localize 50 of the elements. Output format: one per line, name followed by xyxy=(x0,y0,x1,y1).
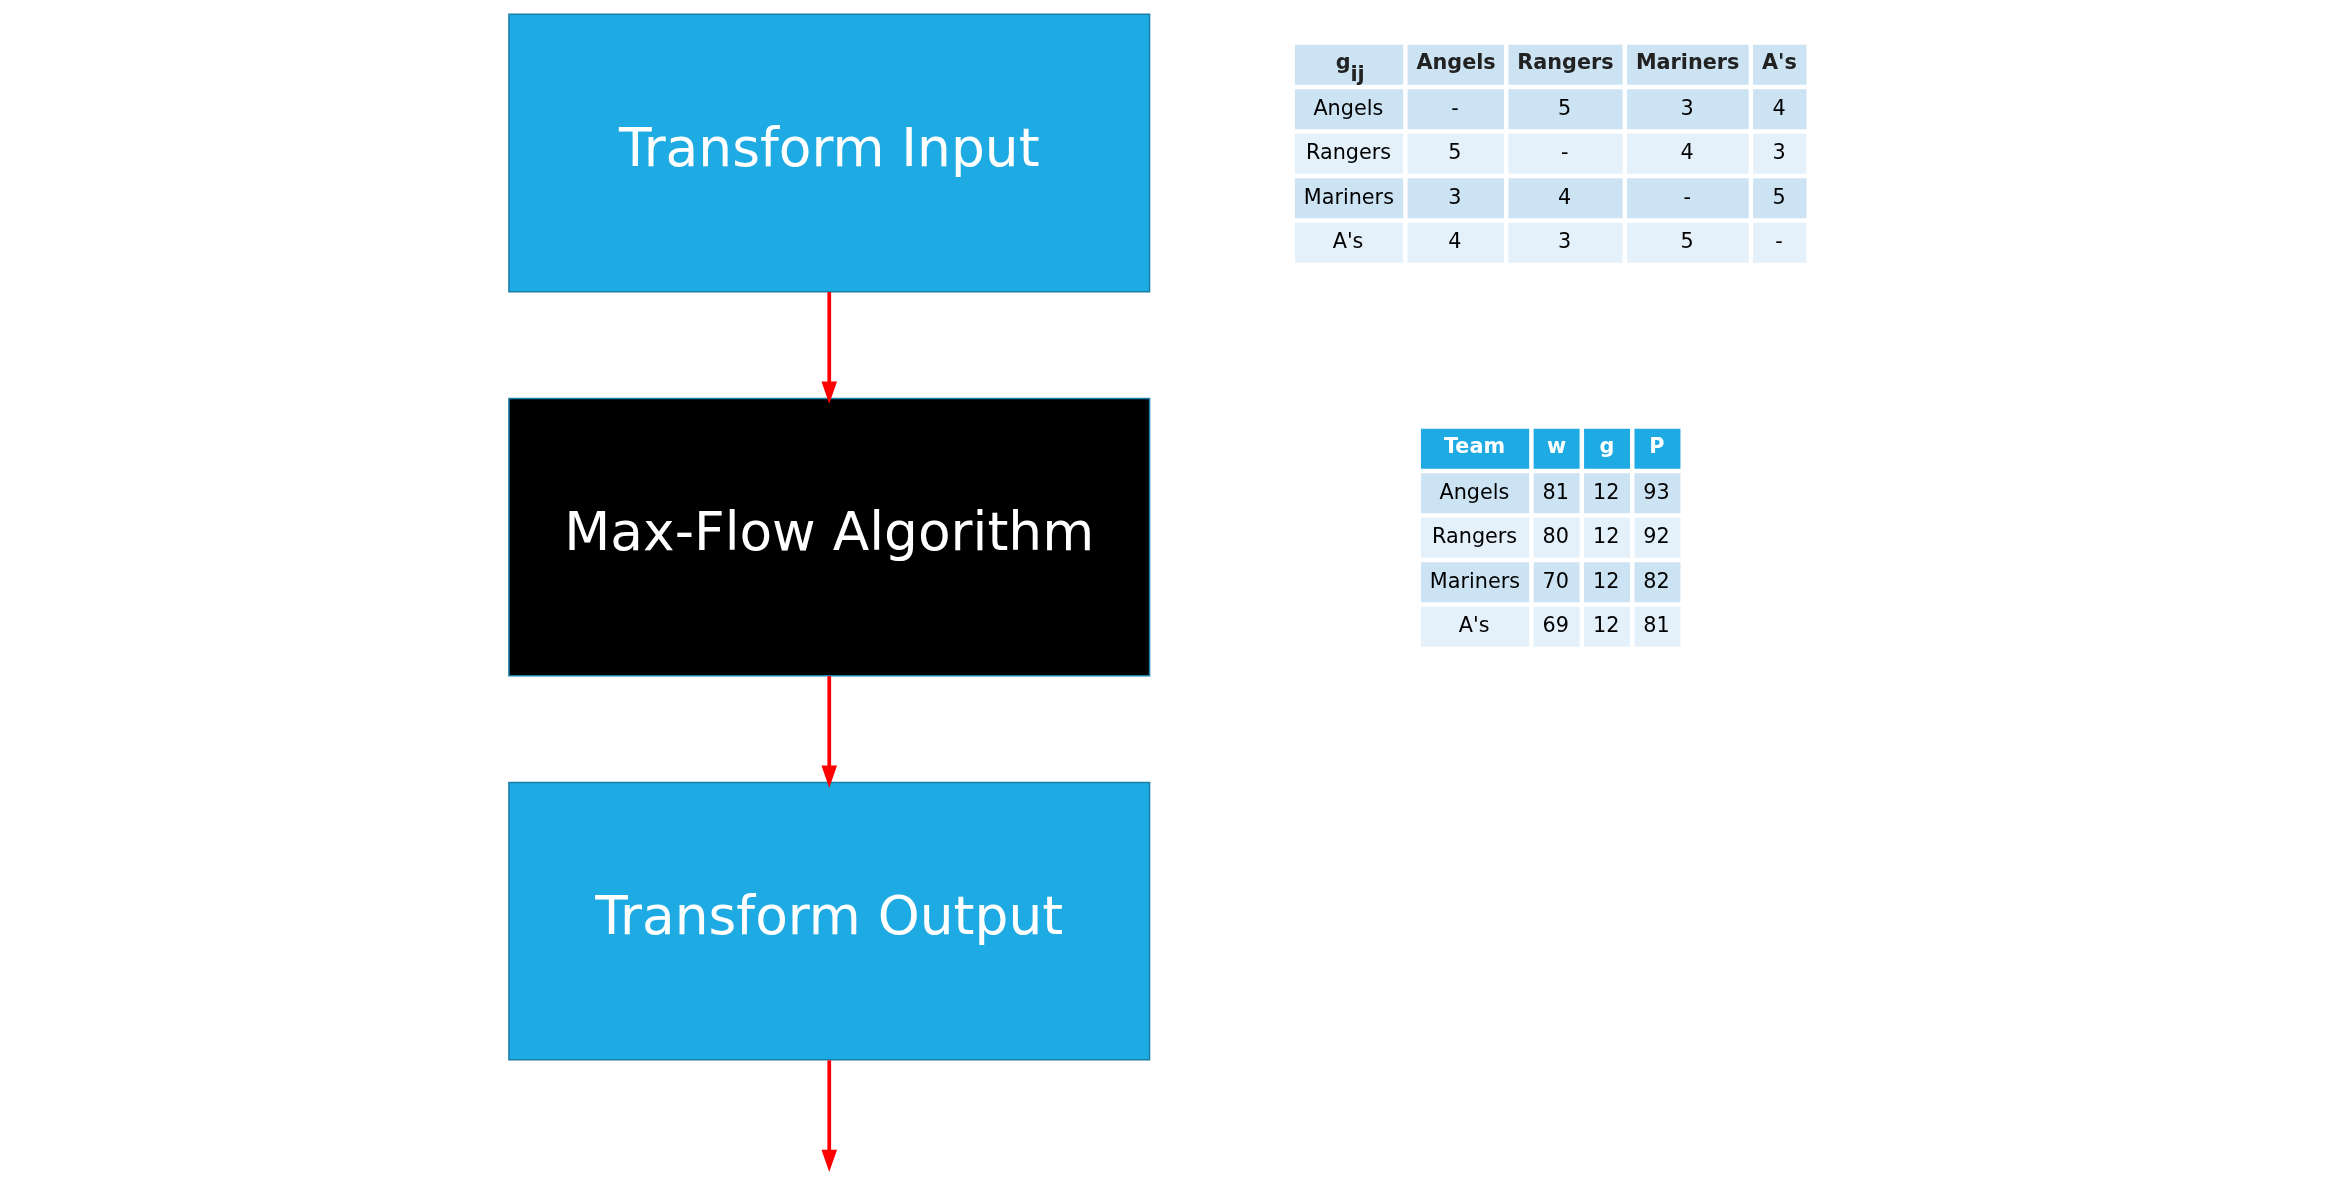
label: Rangers xyxy=(1517,49,1614,74)
label: Angels xyxy=(1439,479,1510,504)
label: P xyxy=(1649,433,1665,458)
label: 82 xyxy=(1643,568,1670,593)
label: 4 xyxy=(1680,140,1694,165)
label: Rangers xyxy=(1306,140,1392,165)
label: Mariners xyxy=(1429,568,1521,593)
label: 12 xyxy=(1592,479,1620,504)
label: Rangers xyxy=(1432,524,1518,549)
label: 12 xyxy=(1592,524,1620,549)
label: Mariners xyxy=(1635,49,1740,74)
node-box: Transform Output xyxy=(508,781,1151,1061)
label: - xyxy=(1451,95,1459,120)
label: Team xyxy=(1443,433,1506,458)
label: 4 xyxy=(1772,95,1786,120)
label: 81 xyxy=(1643,613,1670,638)
node-box: Max-Flow Algorithm xyxy=(508,397,1151,677)
label: 3 xyxy=(1448,184,1462,209)
arrow xyxy=(821,292,838,404)
label: 70 xyxy=(1542,568,1569,593)
label: 12 xyxy=(1592,568,1620,593)
label: 92 xyxy=(1643,524,1670,549)
label: 5 xyxy=(1448,140,1462,165)
label: 69 xyxy=(1542,613,1569,638)
arrow xyxy=(821,676,838,788)
label: 5 xyxy=(1772,184,1786,209)
label: - xyxy=(1683,184,1691,209)
label: Angels xyxy=(1313,95,1384,120)
label: 3 xyxy=(1558,229,1572,254)
label: 81 xyxy=(1542,479,1569,504)
label: A's xyxy=(1762,49,1797,74)
label: 80 xyxy=(1542,524,1569,549)
label: A's xyxy=(1332,229,1364,254)
label: 5 xyxy=(1680,229,1694,254)
arrow xyxy=(821,1060,838,1173)
label: Angels xyxy=(1416,49,1496,74)
label: 5 xyxy=(1558,95,1572,120)
label: g xyxy=(1599,433,1615,458)
label: 3 xyxy=(1680,95,1694,120)
label: 3 xyxy=(1772,140,1786,165)
label: - xyxy=(1561,140,1569,165)
label: A's xyxy=(1458,613,1490,638)
node-box: Transform Input xyxy=(508,13,1151,293)
label: Mariners xyxy=(1303,184,1394,209)
label: 12 xyxy=(1592,613,1620,638)
label: 4 xyxy=(1448,229,1462,254)
label: - xyxy=(1775,229,1783,254)
label: w xyxy=(1546,433,1567,458)
label: 93 xyxy=(1643,479,1670,504)
label: 4 xyxy=(1558,184,1572,209)
